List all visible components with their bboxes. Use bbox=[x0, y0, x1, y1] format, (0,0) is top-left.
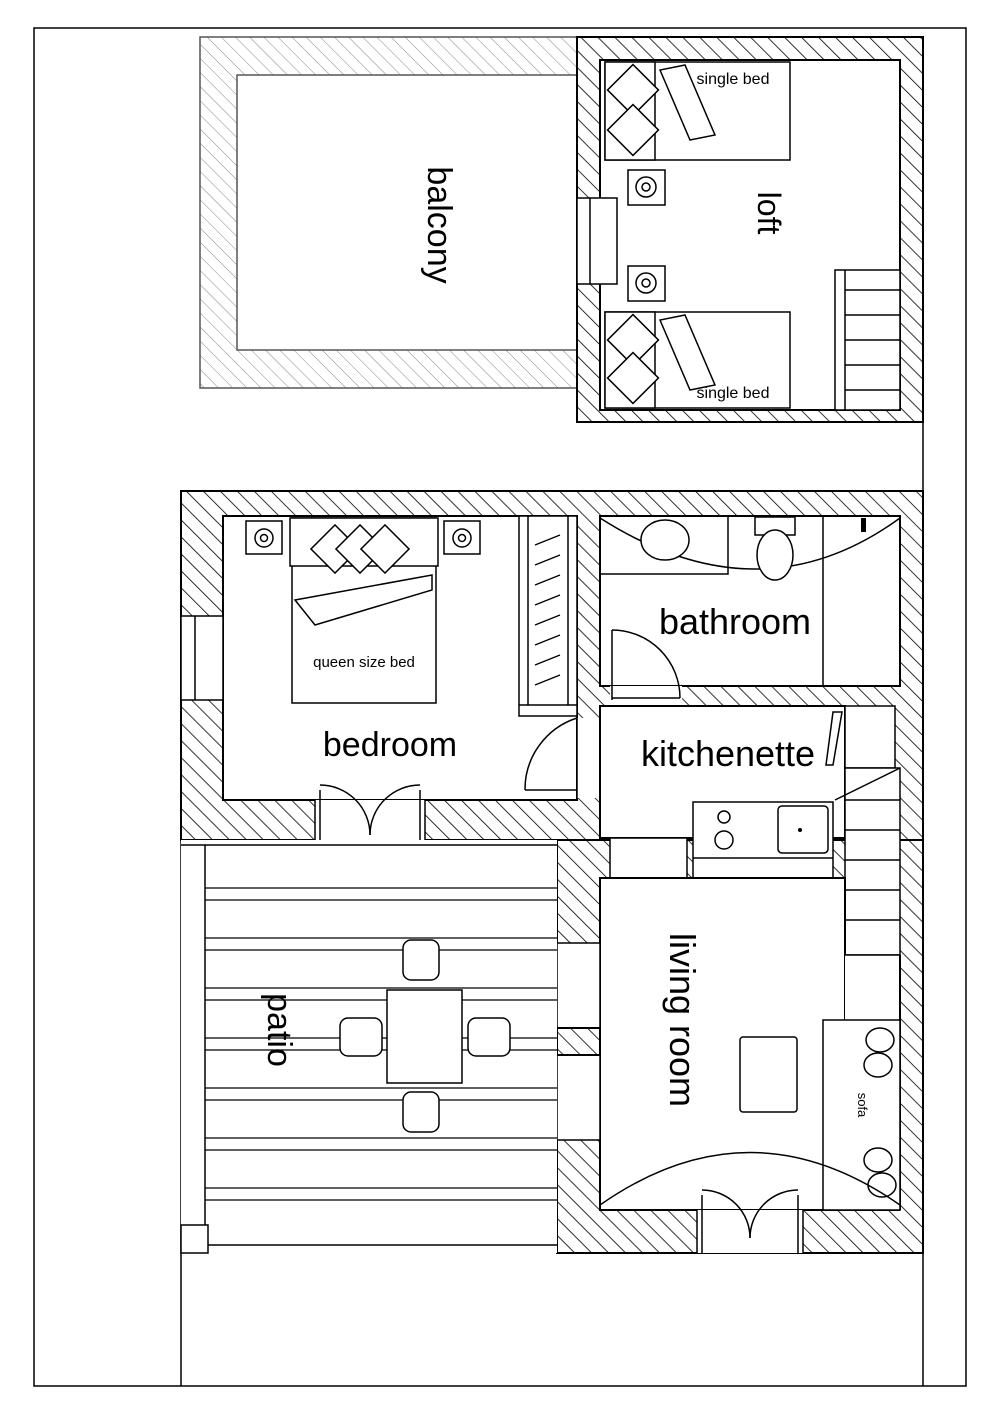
kitchenette-label: kitchenette bbox=[641, 733, 815, 774]
wardrobe bbox=[518, 515, 578, 717]
loft-stairs bbox=[834, 269, 901, 411]
queen-bed-label: queen size bed bbox=[313, 654, 415, 671]
sink-icon bbox=[640, 519, 690, 561]
single-bed-bottom: single bed bbox=[604, 311, 791, 409]
loft: single bed single bed loft bbox=[576, 36, 924, 423]
single-bed-bottom-label: single bed bbox=[697, 385, 770, 402]
living-room-door bbox=[696, 1189, 804, 1253]
kitchenette: kitchenette bbox=[599, 705, 896, 881]
chair-icon bbox=[402, 939, 440, 981]
kitchen-sink-icon bbox=[777, 805, 829, 854]
living-room: sofa living room bbox=[599, 877, 901, 1253]
page-frame bbox=[33, 27, 967, 1387]
chair-icon bbox=[402, 1091, 440, 1133]
patio-label: patio bbox=[260, 993, 298, 1067]
fridge bbox=[844, 705, 896, 769]
living-room-window bbox=[556, 1054, 601, 1141]
bathroom: bathroom bbox=[599, 515, 901, 706]
stairs bbox=[834, 767, 901, 956]
chair-icon bbox=[467, 1017, 511, 1057]
patio: patio bbox=[180, 840, 557, 1254]
single-bed-top-label: single bed bbox=[697, 71, 770, 88]
loft-window bbox=[576, 197, 618, 285]
single-bed-top: single bed bbox=[604, 61, 791, 161]
chair-icon bbox=[339, 1017, 383, 1057]
sofa-label: sofa bbox=[855, 1093, 870, 1118]
loft-label: loft bbox=[751, 192, 787, 235]
bedroom-patio-door bbox=[314, 784, 426, 840]
balcony-label: balcony bbox=[420, 166, 458, 283]
living-room-label: living room bbox=[662, 933, 703, 1107]
nightstand-icon bbox=[443, 520, 481, 555]
bedroom-window bbox=[180, 615, 224, 701]
coffee-table bbox=[739, 1036, 798, 1113]
balcony: balcony bbox=[199, 36, 578, 389]
bathroom-label: bathroom bbox=[659, 601, 811, 642]
queen-bed: queen size bed bbox=[289, 517, 439, 704]
stove-burner-icon bbox=[714, 830, 734, 850]
nightstand-icon bbox=[245, 520, 283, 555]
bedroom-door bbox=[524, 717, 600, 798]
living-room-window bbox=[556, 942, 601, 1029]
fridge-door bbox=[825, 711, 843, 766]
toilet-icon bbox=[754, 516, 796, 581]
nightstand-icon bbox=[627, 265, 666, 302]
sofa: sofa bbox=[822, 1019, 901, 1211]
bedroom-label: bedroom bbox=[323, 726, 457, 764]
dining-table bbox=[386, 989, 463, 1084]
bathroom-door bbox=[610, 629, 682, 706]
kitchen-counter bbox=[692, 801, 834, 881]
stove-burner-icon bbox=[717, 810, 731, 824]
nightstand-icon bbox=[627, 169, 666, 206]
bedroom: queen size bed bedroom bbox=[180, 515, 600, 840]
shower-tap-icon bbox=[861, 518, 866, 532]
